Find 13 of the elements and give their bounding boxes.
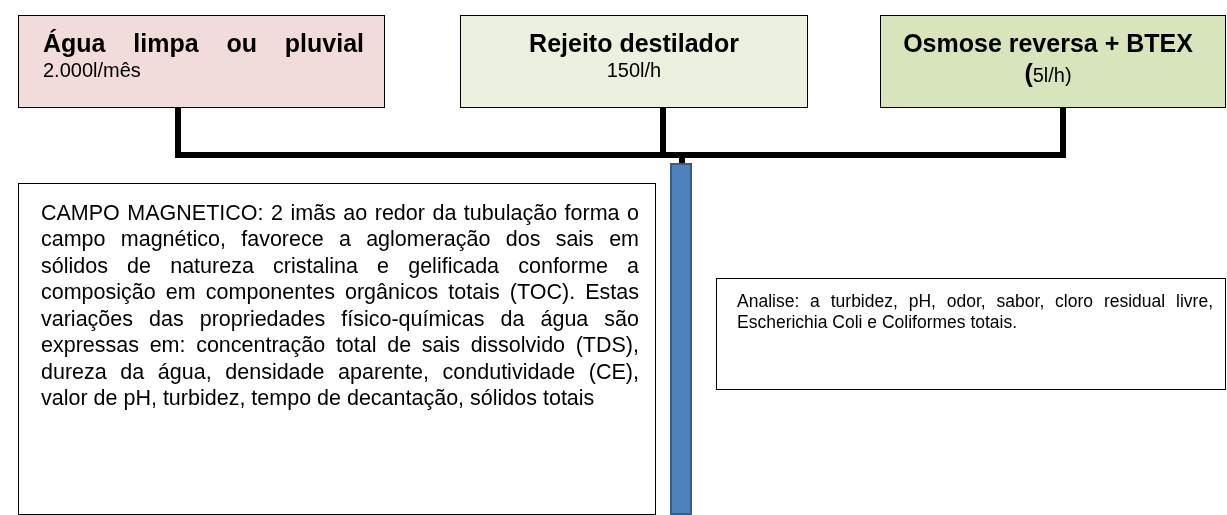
pipe-bar (670, 163, 692, 515)
source-title: Osmose reversa + BTEX (5l/h) (902, 28, 1194, 88)
note-text: Analise: a turbidez, pH, odor, sabor, cloro residual livre, Escherichia Coli e Coliformes totais. (737, 291, 1213, 334)
note-box (18, 183, 656, 515)
source-box (18, 15, 385, 108)
note-box (716, 278, 1226, 390)
source-box (460, 15, 808, 108)
note-text: CAMPO MAGNETICO: 2 imãs ao redor da tubulação forma o campo magnético, favorece a aglomeração dos sais em sólidos de natureza cristalina e gelificada conforme a composição em componentes orgânicos totais (TOC). Estas variações das propriedades físico-químicas da água são expressas em: concentração total de sais dissolvido (TDS), dureza da água, densidade aparente, condutividade (CE), valor de pH, turbidez, tempo de decantação, sólidos totais (41, 200, 639, 412)
source-title: Água limpa ou pluvial 2.000l/mês (43, 28, 364, 82)
flow-rate: 150l/h (605, 58, 663, 82)
source-box (880, 15, 1226, 108)
source-title: Rejeito destilador (528, 28, 740, 58)
connector-line (679, 108, 1066, 163)
